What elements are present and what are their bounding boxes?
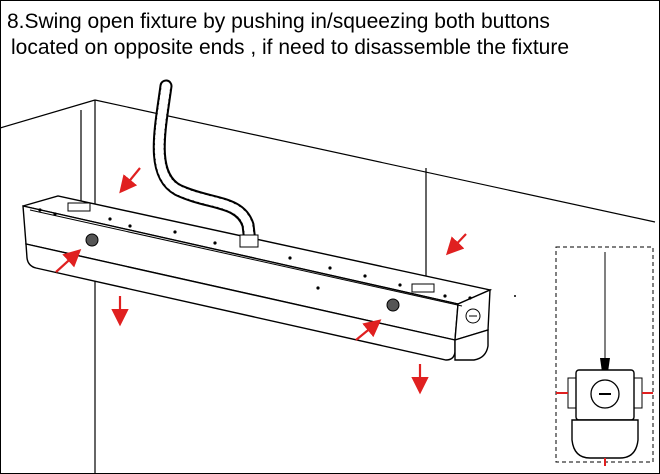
room-walls: [0, 99, 656, 474]
end-view-inset: [555, 246, 654, 466]
flexible-conduit: [152, 79, 257, 249]
suspension-cables: [80, 110, 427, 280]
instruction-caption: 8.Swing open fixture by pushing in/squee…: [7, 9, 657, 61]
light-fixture: [22, 195, 493, 361]
release-arrow: [119, 167, 141, 194]
release-button-right: [386, 298, 400, 312]
release-arrow: [355, 319, 382, 341]
release-arrow: [55, 249, 82, 273]
release-arrow: [445, 233, 467, 256]
instruction-line-1: 8.Swing open fixture by pushing in/squee…: [7, 10, 550, 33]
release-arrows: [55, 167, 467, 395]
instruction-line-2: located on opposite ends , if need to di…: [11, 36, 570, 59]
release-button-left: [85, 233, 99, 247]
